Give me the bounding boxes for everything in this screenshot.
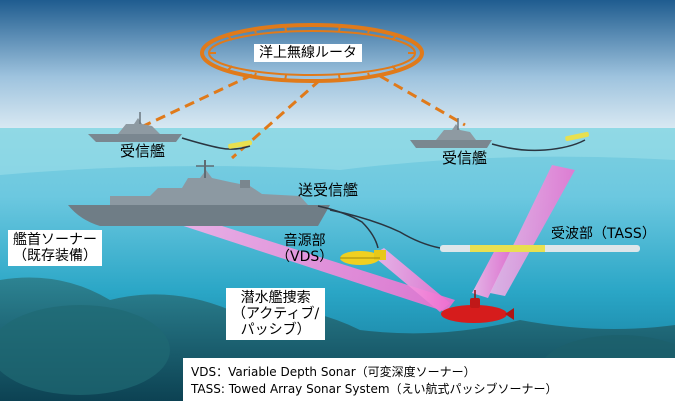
transceiver-label: 送受信艦 xyxy=(298,181,359,199)
beam-vds xyxy=(372,248,450,312)
tass-label: 受波部（TASS） xyxy=(551,226,656,242)
router-label: 洋上無線ルータ xyxy=(254,44,362,63)
beam-right-ship xyxy=(490,165,575,296)
vds-source xyxy=(340,250,386,265)
search-line1: 潜水艦捜索 xyxy=(240,290,311,306)
beam-bow-sonar xyxy=(150,205,455,312)
link-router-left-ship xyxy=(134,73,253,132)
router-ring xyxy=(200,23,424,83)
abbreviation-caption: VDS：Variable Depth Sonar（可変深度ソーナー） TASS:… xyxy=(183,358,675,401)
cable-to-tass xyxy=(329,209,441,249)
bow-sonar-label: 艦首ソーナー （既存装備） xyxy=(8,230,102,267)
submarine-search-label: 潜水艦捜索 （アクティブ/ パッシブ） xyxy=(226,288,326,341)
bow-sonar-line2: （既存装備） xyxy=(13,248,97,265)
receiver-left-label: 受信艦 xyxy=(120,142,166,160)
caption-vds: VDS：Variable Depth Sonar（可変深度ソーナー） xyxy=(191,365,476,379)
tow-cable-left xyxy=(181,137,251,150)
tow-array-left xyxy=(228,140,253,149)
search-line3: パッシブ） xyxy=(240,322,311,339)
search-line2: （アクティブ/ xyxy=(232,306,320,323)
reef-rock xyxy=(0,305,170,395)
vds-line2: （VDS） xyxy=(276,249,334,266)
tow-cable-right xyxy=(491,139,586,152)
receiver-ship-left xyxy=(88,112,182,142)
tass-array xyxy=(440,245,640,252)
receiver-ship-right xyxy=(410,118,492,148)
tow-array-right xyxy=(565,131,589,142)
caption-tass: TASS: Towed Array Sonar System（えい航式パッシブソ… xyxy=(191,382,558,396)
submarine xyxy=(441,290,514,323)
sky xyxy=(0,0,675,128)
vds-label: 音源部 （VDS） xyxy=(276,233,333,265)
beam-tass xyxy=(472,248,510,298)
vds-line1: 音源部 xyxy=(283,233,326,249)
receiver-right-label: 受信艦 xyxy=(442,149,488,167)
transceiver-ship xyxy=(68,160,330,226)
bow-sonar-line1: 艦首ソーナー xyxy=(13,232,97,248)
link-router-right-ship xyxy=(379,74,466,127)
